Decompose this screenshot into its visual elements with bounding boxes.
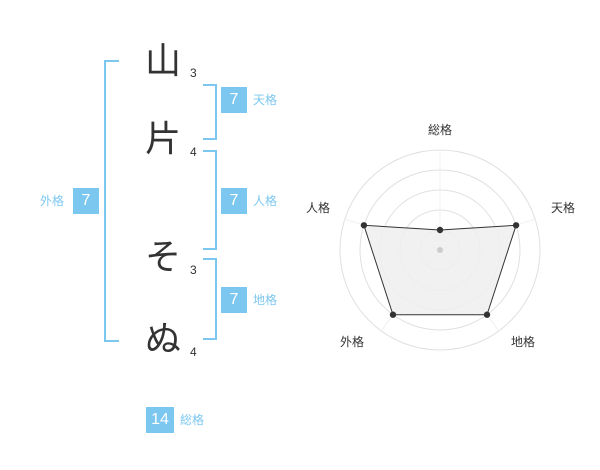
tenkaku-bracket (203, 84, 217, 140)
radar-point-4 (360, 222, 368, 229)
soukaku-value: 14 (146, 407, 174, 433)
radar-center-dot (437, 247, 443, 253)
stroke-count-2: 4 (190, 145, 197, 159)
soukaku-label: 総格 (180, 413, 205, 427)
gaikaku-label: 外格 (40, 194, 65, 208)
name-char-3: そ (144, 237, 181, 278)
name-char-1: 山 (144, 41, 181, 82)
radar-data-polygon (363, 224, 517, 316)
radar-point-0 (436, 226, 444, 234)
chikaku-bracket (203, 258, 217, 340)
jinkaku-bracket (203, 150, 217, 250)
stroke-count-1: 3 (190, 66, 197, 80)
radar-label-soukaku: 総格 (428, 122, 452, 137)
radar-label-chikaku: 地格 (511, 334, 535, 349)
chikaku-label: 地格 (253, 293, 278, 307)
stroke-count-3: 3 (190, 263, 197, 277)
gaikaku-value: 7 (73, 188, 99, 214)
name-char-4: ぬ (144, 319, 181, 360)
jinkaku-value: 7 (221, 188, 247, 214)
radar-label-gaikaku: 外格 (340, 334, 364, 349)
stroke-count-4: 4 (190, 345, 197, 359)
chikaku-value: 7 (221, 287, 247, 313)
radar-points (360, 222, 520, 318)
jinkaku-label: 人格 (253, 194, 278, 208)
tenkaku-value: 7 (221, 87, 247, 113)
tenkaku-label: 天格 (253, 93, 278, 107)
radar-point-1 (512, 222, 520, 229)
radar-point-2 (483, 311, 491, 318)
gaikaku-bracket (104, 60, 119, 342)
radar-label-tenkaku: 天格 (551, 200, 575, 215)
radar-label-jinkaku: 人格 (306, 200, 330, 215)
radar-point-3 (389, 311, 397, 318)
name-char-2: 片 (144, 119, 181, 160)
